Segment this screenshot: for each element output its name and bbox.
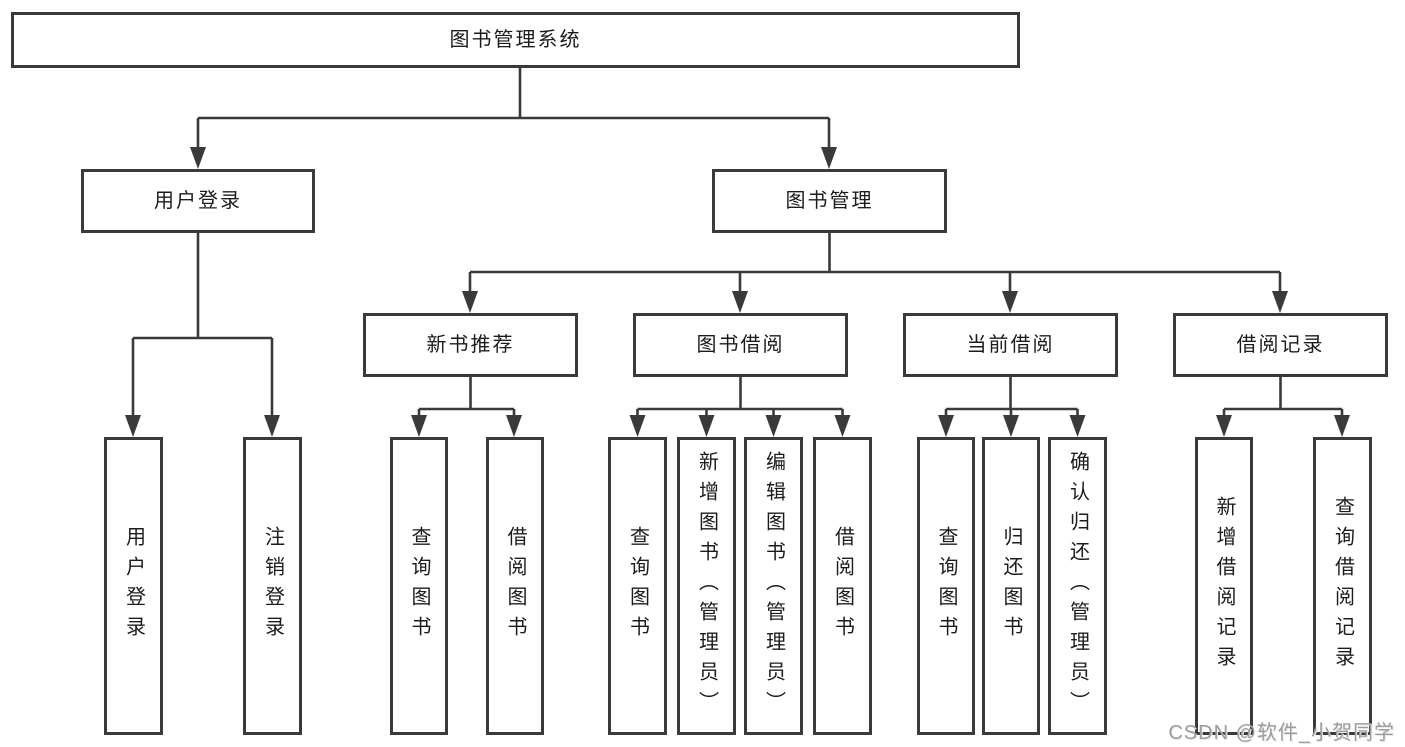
leaf-query-borrow-record-label: 查询借阅记录 <box>1331 496 1354 676</box>
leaf-edit-books-admin-label: 编辑图书（管理员） <box>762 451 785 721</box>
leaf-borrow-books-recommend-label: 借阅图书 <box>504 526 526 646</box>
leaf-logout-label: 注销登录 <box>261 526 284 646</box>
leaf-return-books: 归还图书 <box>982 437 1040 735</box>
node-current-borrowing: 当前借阅 <box>903 313 1118 377</box>
leaf-confirm-return-admin-label: 确认归还（管理员） <box>1066 451 1089 721</box>
leaf-borrow-books-label: 借阅图书 <box>831 526 854 646</box>
node-borrowing-records-label: 借阅记录 <box>1236 333 1325 356</box>
arrowheads <box>125 147 1350 437</box>
leaf-query-books-recommend-label: 查询图书 <box>408 526 430 646</box>
leaf-borrow-books-recommend: 借阅图书 <box>486 437 544 735</box>
node-user-login: 用户登录 <box>81 169 315 233</box>
node-new-book-recommendation: 新书推荐 <box>363 313 578 377</box>
node-root-label: 图书管理系统 <box>449 28 582 51</box>
node-user-login-label: 用户登录 <box>154 189 242 212</box>
leaf-add-books-admin: 新增图书（管理员） <box>677 437 736 735</box>
leaf-query-books-current-label: 查询图书 <box>935 526 957 646</box>
leaf-borrow-books: 借阅图书 <box>813 437 872 735</box>
leaf-query-books-current: 查询图书 <box>917 437 975 735</box>
node-book-management-label: 图书管理 <box>785 189 874 212</box>
leaf-query-books-borrow-label: 查询图书 <box>626 526 649 646</box>
node-borrowing-records: 借阅记录 <box>1173 313 1388 377</box>
leaf-query-books-recommend: 查询图书 <box>390 437 448 735</box>
node-book-borrowing-label: 图书借阅 <box>696 333 785 356</box>
node-root: 图书管理系统 <box>11 12 1020 68</box>
leaf-user-login: 用户登录 <box>104 437 163 735</box>
csdn-watermark: CSDN @软件_小贺同学 <box>1168 722 1395 744</box>
leaf-add-borrow-record-label: 新增借阅记录 <box>1213 496 1235 676</box>
node-book-borrowing: 图书借阅 <box>633 313 848 377</box>
leaf-add-books-admin-label: 新增图书（管理员） <box>695 451 718 721</box>
leaf-query-books-borrow: 查询图书 <box>608 437 667 735</box>
leaf-confirm-return-admin: 确认归还（管理员） <box>1048 437 1107 735</box>
leaf-add-borrow-record: 新增借阅记录 <box>1195 437 1253 735</box>
leaf-edit-books-admin: 编辑图书（管理员） <box>744 437 803 735</box>
leaf-logout: 注销登录 <box>243 437 302 735</box>
leaf-query-borrow-record: 查询借阅记录 <box>1313 437 1372 735</box>
node-current-borrowing-label: 当前借阅 <box>966 333 1055 356</box>
leaf-user-login-label: 用户登录 <box>122 526 145 646</box>
leaf-return-books-label: 归还图书 <box>1000 526 1022 646</box>
node-book-management: 图书管理 <box>712 169 947 233</box>
node-new-book-recommendation-label: 新书推荐 <box>426 333 515 356</box>
